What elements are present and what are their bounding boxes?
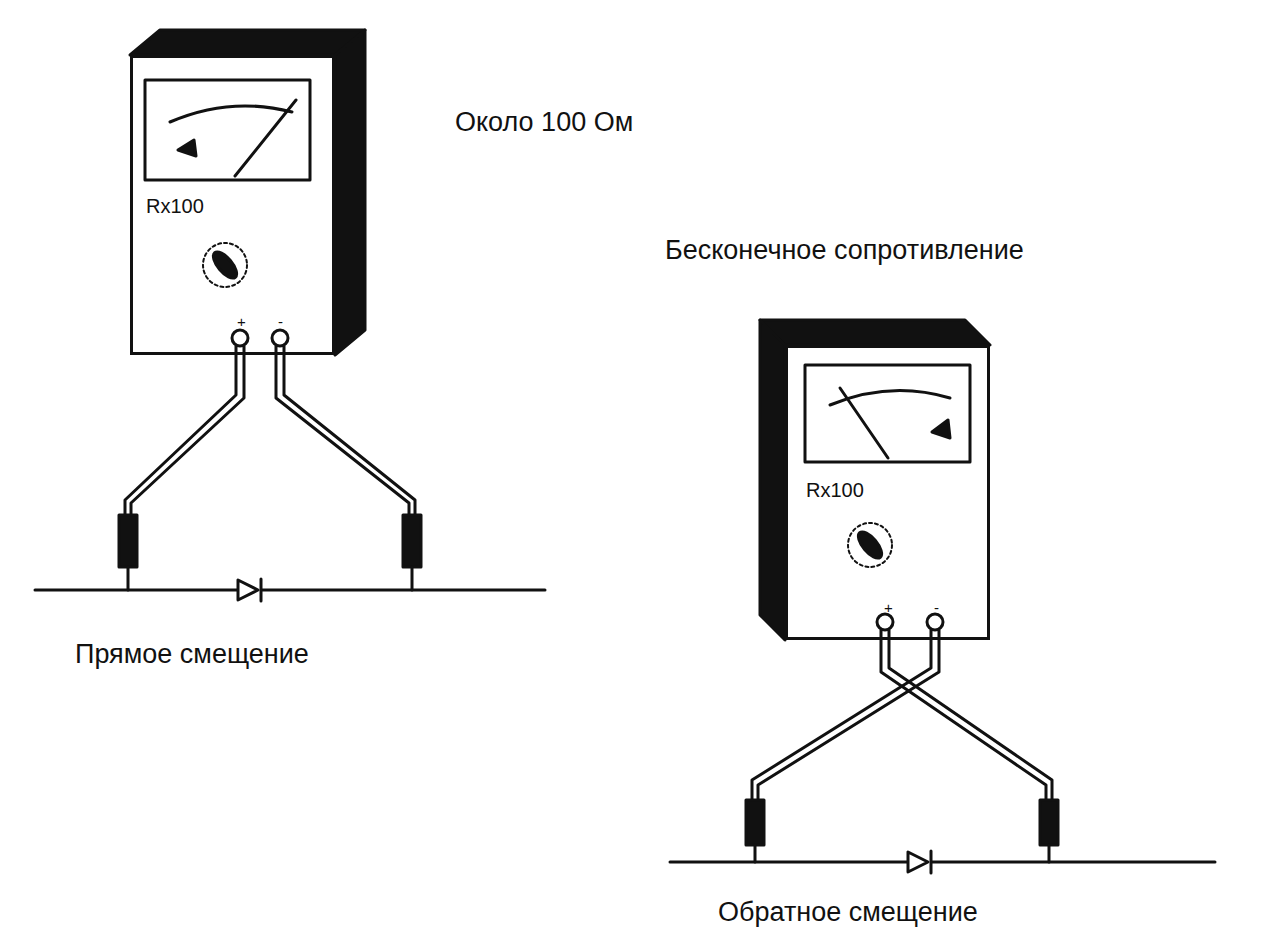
test-lead xyxy=(125,346,236,515)
polarity-mark: + xyxy=(884,600,893,615)
diode-symbol xyxy=(238,580,258,600)
diode-bar xyxy=(930,851,933,873)
diode-symbol xyxy=(908,852,928,872)
terminal xyxy=(877,614,893,630)
test-lead xyxy=(881,630,1046,800)
meter-top xyxy=(760,320,990,345)
range-knob xyxy=(848,523,892,567)
probe xyxy=(403,515,421,567)
test-lead xyxy=(131,346,244,515)
probe-tip xyxy=(1048,845,1051,862)
range-label: Rx100 xyxy=(146,196,204,216)
bias-caption: Прямое смещение xyxy=(75,640,309,670)
circuit-wire xyxy=(35,589,238,592)
reading-note: Около 100 Ом xyxy=(455,108,633,138)
probe xyxy=(1040,800,1058,845)
diode-bar xyxy=(260,579,263,601)
terminal xyxy=(232,330,248,346)
meter-display xyxy=(145,80,310,180)
meter-needle xyxy=(840,388,888,458)
polarity-mark: - xyxy=(278,314,283,329)
meter-side xyxy=(760,320,785,640)
terminal xyxy=(272,330,288,346)
probe-tip xyxy=(411,567,414,590)
probe xyxy=(119,515,137,567)
test-lead xyxy=(752,630,931,800)
probe xyxy=(746,800,764,845)
probe-tip xyxy=(754,845,757,862)
polarity-mark: + xyxy=(237,314,246,329)
meter-top xyxy=(130,30,365,55)
circuit-wire xyxy=(932,861,1215,864)
terminal xyxy=(927,614,943,630)
meter-needle xyxy=(235,100,296,176)
test-lead xyxy=(276,346,409,515)
polarity-mark: - xyxy=(934,600,939,615)
multimeter-face: Rx100 + - xyxy=(130,55,335,355)
multimeter-face: Rx100 + - xyxy=(785,345,990,640)
range-knob-handle xyxy=(209,248,240,282)
reading-note: Бесконечное сопротивление xyxy=(665,236,1024,266)
meter-display xyxy=(805,365,970,462)
test-lead xyxy=(284,346,415,515)
probe-tip xyxy=(127,567,130,590)
range-label: Rx100 xyxy=(806,480,864,500)
test-lead xyxy=(889,630,1052,800)
meter-mark xyxy=(932,420,950,438)
meter-scale xyxy=(170,106,292,122)
test-lead xyxy=(758,630,939,800)
circuit-wire xyxy=(670,861,908,864)
range-knob xyxy=(203,243,247,287)
meter-mark xyxy=(178,140,196,156)
range-knob-handle xyxy=(854,528,885,562)
meter-side xyxy=(335,30,365,355)
bias-caption: Обратное смещение xyxy=(718,898,978,928)
circuit-wire xyxy=(262,589,545,592)
